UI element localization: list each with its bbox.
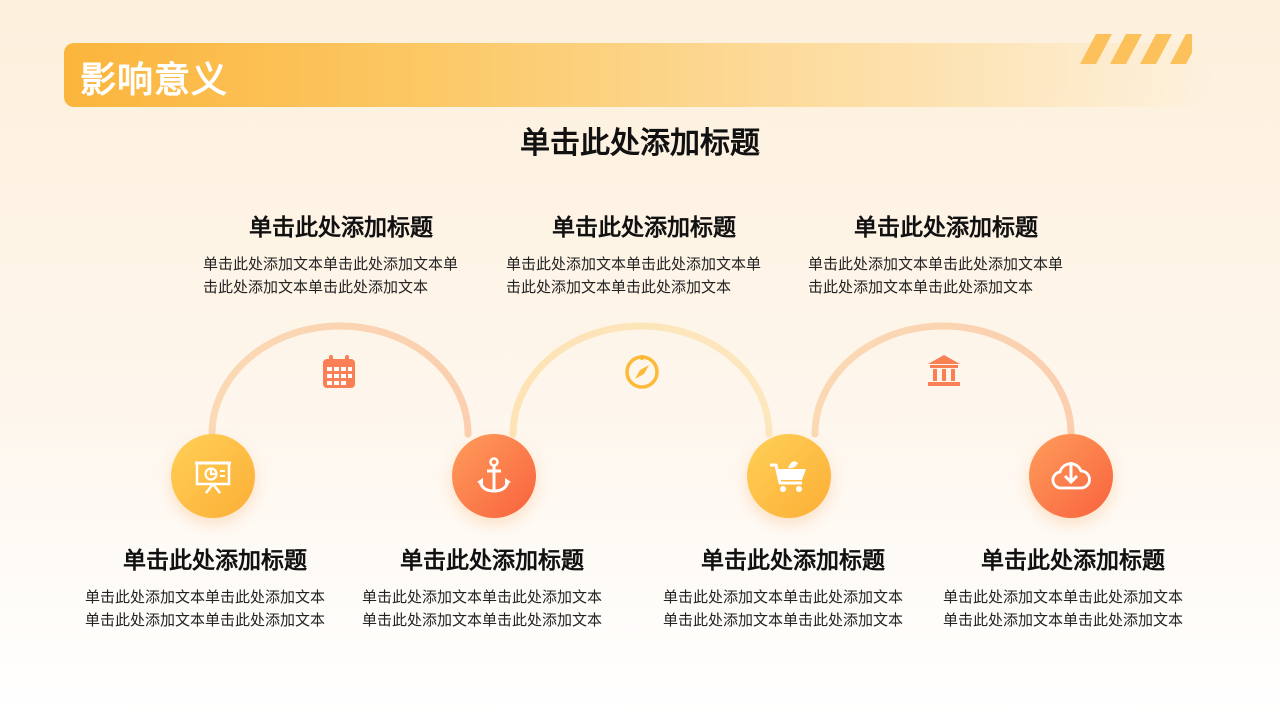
bottom-item-2: 单击此处添加标题 单击此处添加文本单击此处添加文本单击此处添加文本单击此处添加文…: [362, 545, 622, 632]
header-bar: [64, 43, 1214, 107]
arc-3: [811, 322, 1075, 438]
cloud-download-circle: [1029, 434, 1113, 518]
bottom-item-3: 单击此处添加标题 单击此处添加文本单击此处添加文本单击此处添加文本单击此处添加文…: [663, 545, 923, 632]
top-item-desc: 单击此处添加文本单击此处添加文本单击此处添加文本单击此处添加文本: [203, 256, 459, 296]
top-item-title: 单击此处添加标题: [249, 214, 433, 240]
bottom-item-title: 单击此处添加标题: [400, 547, 584, 573]
top-item-3: 单击此处添加标题 单击此处添加文本单击此处添加文本单击此处添加文本单击此处添加文…: [808, 212, 1088, 299]
bottom-item-4: 单击此处添加标题 单击此处添加文本单击此处添加文本单击此处添加文本单击此处添加文…: [943, 545, 1203, 632]
top-item-title: 单击此处添加标题: [854, 214, 1038, 240]
page-title: 影响意义: [80, 59, 229, 100]
top-item-desc: 单击此处添加文本单击此处添加文本单击此处添加文本单击此处添加文本: [808, 256, 1064, 296]
shopping-cart-icon: [770, 461, 806, 492]
bank-icon: [928, 355, 960, 386]
arc-2: [509, 322, 773, 438]
arc-1: [208, 322, 472, 438]
bottom-item-desc: 单击此处添加文本单击此处添加文本单击此处添加文本单击此处添加文本: [943, 589, 1184, 629]
calendar-icon: [323, 355, 355, 388]
anchor-icon: [477, 457, 511, 493]
anchor-circle: [452, 434, 536, 518]
decorative-stripes: [1080, 34, 1192, 64]
presentation-chart-circle: [171, 434, 255, 518]
bottom-item-desc: 单击此处添加文本单击此处添加文本单击此处添加文本单击此处添加文本: [663, 589, 904, 629]
presentation-chart-icon: [195, 461, 231, 494]
cloud-download-icon: [1051, 462, 1091, 490]
bottom-item-desc: 单击此处添加文本单击此处添加文本单击此处添加文本单击此处添加文本: [85, 589, 326, 629]
top-item-desc: 单击此处添加文本单击此处添加文本单击此处添加文本单击此处添加文本: [506, 256, 762, 296]
compass-icon: [625, 355, 659, 389]
bottom-item-title: 单击此处添加标题: [123, 547, 307, 573]
top-item-2: 单击此处添加标题 单击此处添加文本单击此处添加文本单击此处添加文本单击此处添加文…: [506, 212, 786, 299]
main-title: 单击此处添加标题: [520, 127, 760, 160]
bottom-item-title: 单击此处添加标题: [981, 547, 1165, 573]
shopping-cart-circle: [747, 434, 831, 518]
bottom-item-1: 单击此处添加标题 单击此处添加文本单击此处添加文本单击此处添加文本单击此处添加文…: [85, 545, 345, 632]
bottom-item-desc: 单击此处添加文本单击此处添加文本单击此处添加文本单击此处添加文本: [362, 589, 603, 629]
bottom-item-title: 单击此处添加标题: [701, 547, 885, 573]
top-item-1: 单击此处添加标题 单击此处添加文本单击此处添加文本单击此处添加文本单击此处添加文…: [203, 212, 483, 299]
top-item-title: 单击此处添加标题: [552, 214, 736, 240]
